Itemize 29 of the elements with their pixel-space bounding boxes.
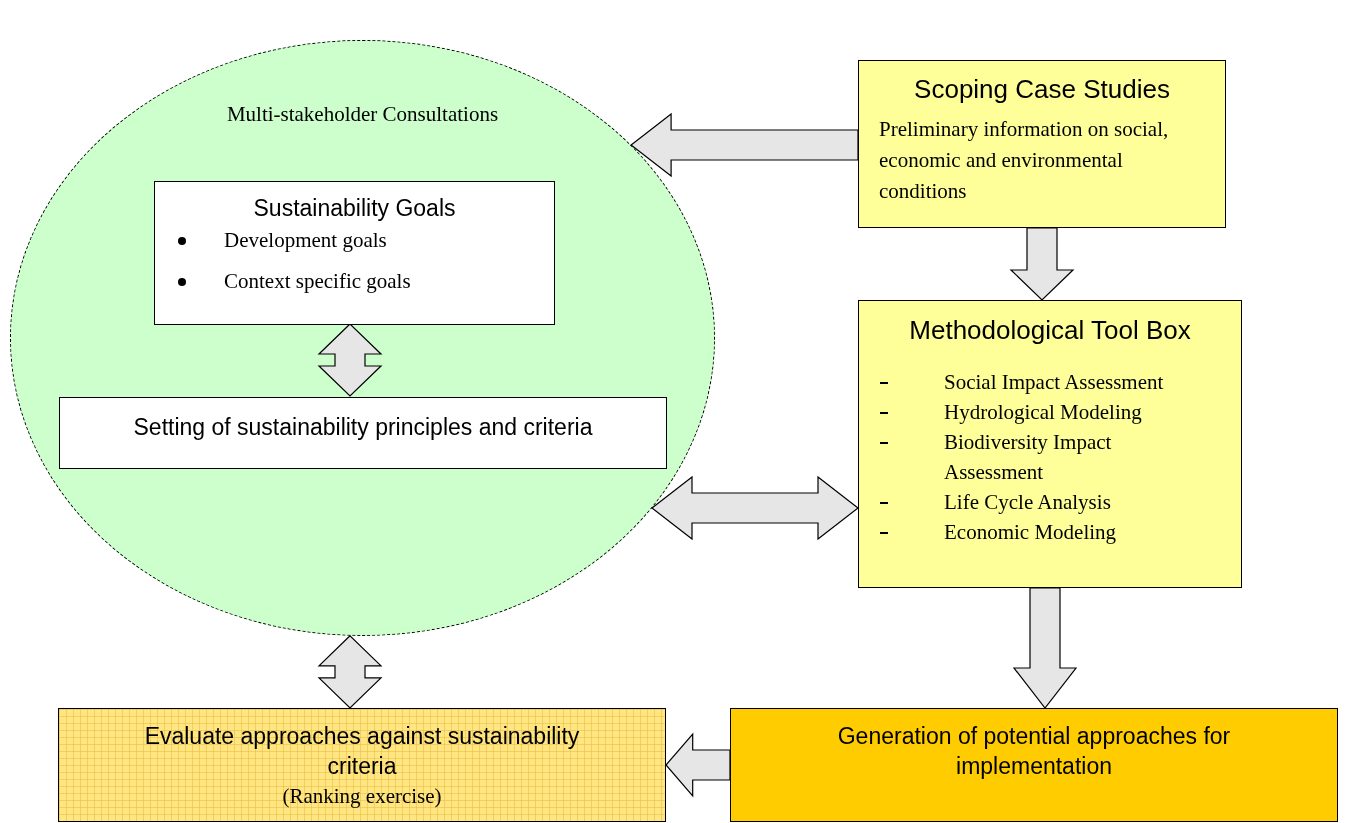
block-arrow [1009, 227, 1075, 301]
box-text: Evaluate approaches against sustainability criteria [143, 722, 581, 781]
process-box [858, 60, 1226, 228]
box-note: (Ranking exercise) [281, 783, 443, 810]
circle-title: Multi-stakeholder Consultations [225, 101, 500, 128]
block-arrow [317, 634, 383, 709]
process-box [58, 708, 666, 822]
goal-item: Development goals [224, 226, 387, 254]
block-arrow [665, 732, 731, 798]
box-heading: Sustainability Goals [252, 194, 457, 223]
tool-item: Social Impact Assessment [944, 368, 1164, 396]
box-heading: Methodological Tool Box [908, 314, 1192, 347]
block-arrow [630, 112, 859, 178]
box-text: Generation of potential approaches for implementation [836, 722, 1232, 781]
process-box [858, 300, 1242, 588]
tool-item: Hydrological Modeling [944, 398, 1142, 426]
goals-box [154, 181, 555, 325]
box-text: Setting of sustainability principles and criteria [132, 413, 594, 442]
block-arrow [651, 475, 859, 541]
process-box [59, 397, 667, 469]
block-arrow [317, 323, 383, 397]
block-arrow [1012, 587, 1078, 709]
tool-item: Life Cycle Analysis [944, 488, 1111, 516]
process-box [730, 708, 1338, 822]
box-heading: Scoping Case Studies [913, 73, 1171, 106]
tool-item: Economic Modeling [944, 518, 1117, 546]
goal-item: Context specific goals [224, 268, 411, 296]
box-body: Preliminary information on social, economic and environmental conditions [878, 115, 1170, 205]
tool-item: Biodiversity Impact Assessment [944, 428, 1113, 486]
